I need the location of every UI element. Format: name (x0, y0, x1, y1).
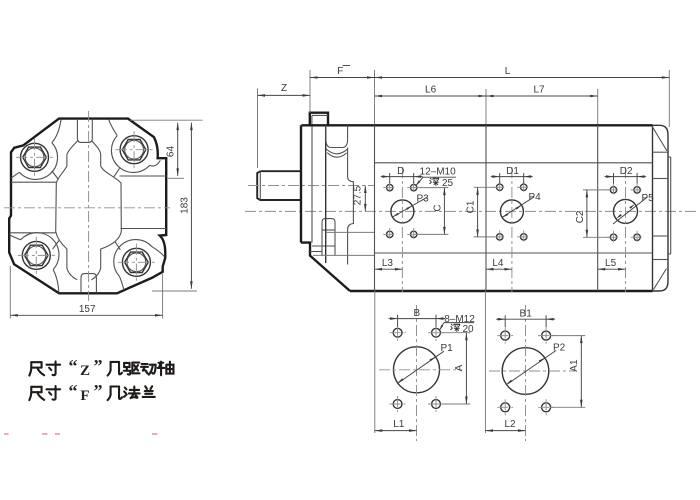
svg-text:L2: L2 (504, 419, 516, 430)
svg-text:P5: P5 (642, 193, 655, 204)
svg-text:L6: L6 (425, 84, 437, 95)
svg-text:157: 157 (79, 304, 96, 315)
svg-text:Z: Z (281, 83, 287, 94)
svg-text:8–M12: 8–M12 (444, 314, 475, 325)
svg-text:L4: L4 (492, 258, 504, 269)
svg-text:F: F (337, 66, 343, 77)
svg-text:B1: B1 (520, 308, 533, 319)
svg-text:”: ” (94, 356, 103, 376)
svg-text:P3: P3 (417, 194, 430, 205)
svg-text:L7: L7 (533, 84, 545, 95)
svg-text:D1: D1 (506, 166, 519, 177)
svg-text:”: ” (94, 381, 103, 401)
svg-text:64: 64 (166, 146, 177, 158)
svg-text:C: C (432, 204, 443, 211)
svg-text:L: L (505, 66, 511, 77)
svg-text:183: 183 (179, 197, 190, 214)
svg-text:L1: L1 (393, 419, 405, 430)
svg-text:L5: L5 (605, 258, 617, 269)
svg-text:12–M10: 12–M10 (420, 167, 457, 178)
svg-text:F: F (80, 388, 89, 404)
svg-text:“: “ (69, 356, 78, 376)
svg-text:L3: L3 (382, 258, 394, 269)
svg-text:P1: P1 (441, 343, 454, 354)
svg-text:Z: Z (80, 363, 90, 379)
svg-text:C2: C2 (575, 210, 586, 223)
svg-text:P4: P4 (529, 192, 542, 203)
svg-text:“: “ (69, 381, 78, 401)
svg-text:27.5: 27.5 (353, 185, 364, 205)
svg-text:25: 25 (442, 178, 454, 189)
svg-text:D: D (397, 166, 404, 177)
svg-text:A1: A1 (569, 359, 580, 372)
svg-text:C1: C1 (466, 200, 477, 213)
svg-text:P2: P2 (553, 342, 566, 353)
svg-text:A: A (454, 364, 465, 371)
svg-text:D2: D2 (620, 166, 633, 177)
svg-text:20: 20 (462, 324, 474, 335)
svg-text:B: B (413, 308, 420, 319)
